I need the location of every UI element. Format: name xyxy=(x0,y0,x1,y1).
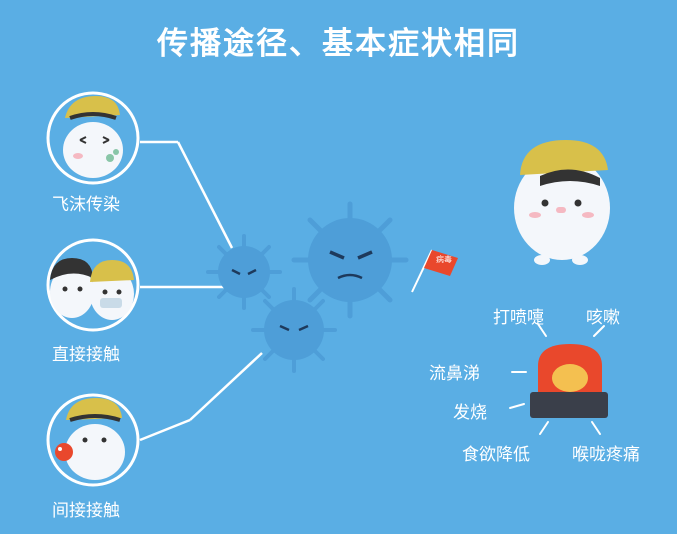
symptom-cough: 咳嗽 xyxy=(586,308,620,328)
virus-flag-icon xyxy=(411,249,458,293)
symptom-sneeze: 打喷嚏 xyxy=(493,308,544,328)
virus-medium-icon xyxy=(251,287,337,373)
connector-lines xyxy=(139,140,263,442)
symptom-fever: 发烧 xyxy=(453,403,487,423)
indirect-contact-character-icon xyxy=(46,393,140,487)
sick-character-icon xyxy=(514,140,610,265)
symptom-appetite: 食欲降低 xyxy=(462,445,530,465)
transmission-label-droplet: 飞沫传染 xyxy=(52,195,120,215)
virus-small-icon xyxy=(206,234,282,310)
transmission-label-direct: 直接接触 xyxy=(52,345,120,365)
symptom-sore-throat: 喉咙疼痛 xyxy=(572,445,640,465)
flag-label: 病毒 xyxy=(436,255,452,264)
droplet-character-icon xyxy=(46,91,140,185)
alarm-light-icon xyxy=(509,323,608,435)
contact-characters-icon xyxy=(46,238,140,332)
virus-large-icon xyxy=(291,201,409,319)
transmission-label-indirect: 间接接触 xyxy=(52,501,120,521)
page-title: 传播途径、基本症状相同 xyxy=(157,26,520,62)
symptom-runny-nose: 流鼻涕 xyxy=(429,364,480,384)
